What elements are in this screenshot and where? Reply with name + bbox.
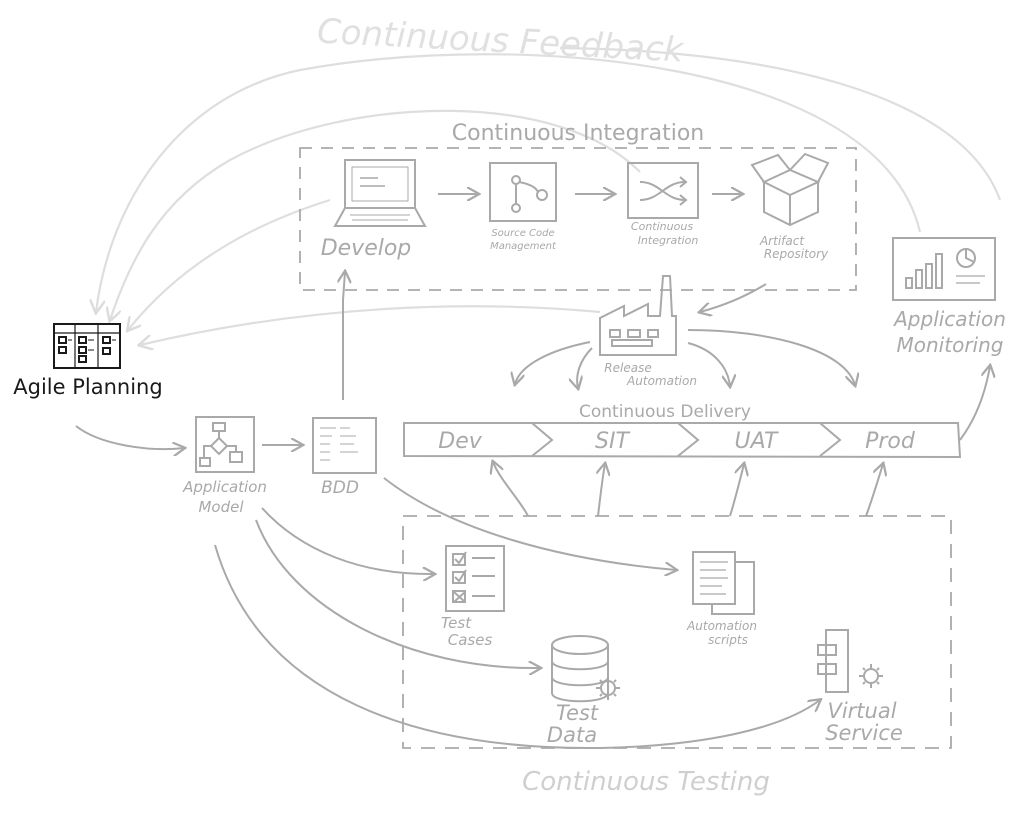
- testcases-label-1: Test: [441, 614, 472, 632]
- stage-dev: Dev: [438, 429, 482, 454]
- feedback-arc-outer: [96, 53, 922, 312]
- arrow-bdd-automation: [383, 477, 676, 570]
- ci-label-2: Integration: [638, 234, 699, 247]
- ci-label-1: Continuous: [631, 220, 693, 233]
- stage-uat: UAT: [735, 429, 780, 454]
- feedback-arc-middle: [110, 109, 641, 320]
- arrow-test-dev: [493, 462, 529, 517]
- scripts-icon: [692, 551, 755, 615]
- arrow-release-sit: [577, 347, 593, 388]
- ct-box: [402, 515, 952, 749]
- monitoring-label-1: Application: [892, 307, 1006, 331]
- arrow-to-develop: [343, 272, 345, 400]
- monitoring-icon: [892, 237, 996, 301]
- automation-label-1: Automation: [686, 619, 757, 633]
- pipeline-bar: [403, 422, 962, 459]
- monitoring-label-2: Monitoring: [897, 333, 1004, 357]
- feedback-loop: [96, 46, 1002, 345]
- artifact-label-1: Artifact: [759, 234, 805, 248]
- checklist-icon: [445, 545, 505, 612]
- testdata-label-1: Test: [556, 701, 599, 725]
- feedback-arc-top: [559, 46, 1002, 201]
- artifact-label-2: Repository: [764, 247, 829, 261]
- testcases-label-2: Cases: [448, 631, 493, 649]
- scm-label-2: Management: [490, 241, 557, 252]
- kanban-board-icon: [53, 323, 121, 369]
- ci-title: Continuous Integration: [452, 121, 704, 146]
- release-label-2: Automation: [626, 374, 697, 388]
- arrow-prod-monitoring: [959, 366, 990, 441]
- bdd-document-icon: [312, 417, 377, 474]
- ct-title: Continuous Testing: [522, 767, 770, 797]
- arrow-model-virtual: [214, 544, 820, 750]
- scm-icon: [489, 162, 557, 222]
- agile-planning-label: Agile Planning: [13, 375, 162, 399]
- ci-flow-arrows: [438, 194, 767, 312]
- arrow-model-testdata: [255, 519, 540, 668]
- bdd-label: BDD: [321, 478, 359, 498]
- automation-label-2: scripts: [708, 633, 748, 647]
- artifact-box-icon: [750, 152, 830, 227]
- arrow-release-uat: [687, 342, 730, 386]
- virtual-service-icon: [817, 629, 849, 693]
- model-label-1: Application: [182, 478, 267, 496]
- stage-prod: Prod: [865, 429, 916, 454]
- cd-title: Continuous Delivery: [579, 402, 751, 422]
- testdata-label-2: Data: [547, 723, 597, 747]
- model-arrows: [75, 272, 820, 750]
- arrow-release-prod: [687, 329, 855, 385]
- virtual-label-1: Virtual: [827, 699, 896, 723]
- feedback-arc-release: [140, 305, 601, 345]
- ci-box: [299, 147, 857, 291]
- arrow-agile-model: [75, 425, 184, 449]
- stage-sit: SIT: [595, 429, 630, 454]
- arrow-model-testcases: [261, 507, 434, 574]
- factory-icon: [599, 275, 677, 356]
- release-label-1: Release: [604, 361, 651, 375]
- release-arrows: [515, 329, 855, 388]
- ci-shuffle-icon: [627, 162, 699, 219]
- database-icon: [551, 635, 609, 703]
- gear-icon: [596, 676, 620, 700]
- arrow-test-sit: [598, 464, 605, 517]
- arrow-test-uat: [729, 464, 744, 517]
- arrow-release-dev: [515, 341, 591, 384]
- service-gear-icon: [859, 664, 883, 688]
- develop-label: Develop: [321, 236, 412, 261]
- arrow-repo-release: [700, 283, 767, 312]
- scm-label-1: Source Code: [491, 228, 554, 239]
- flowchart-icon: [195, 416, 255, 473]
- feedback-title: Continuous Feedback: [316, 11, 686, 70]
- virtual-label-2: Service: [825, 721, 903, 745]
- model-label-2: Model: [198, 498, 244, 516]
- arrow-test-prod: [865, 464, 883, 517]
- testing-to-pipeline-arrows: [493, 366, 990, 517]
- laptop-icon: [333, 159, 427, 227]
